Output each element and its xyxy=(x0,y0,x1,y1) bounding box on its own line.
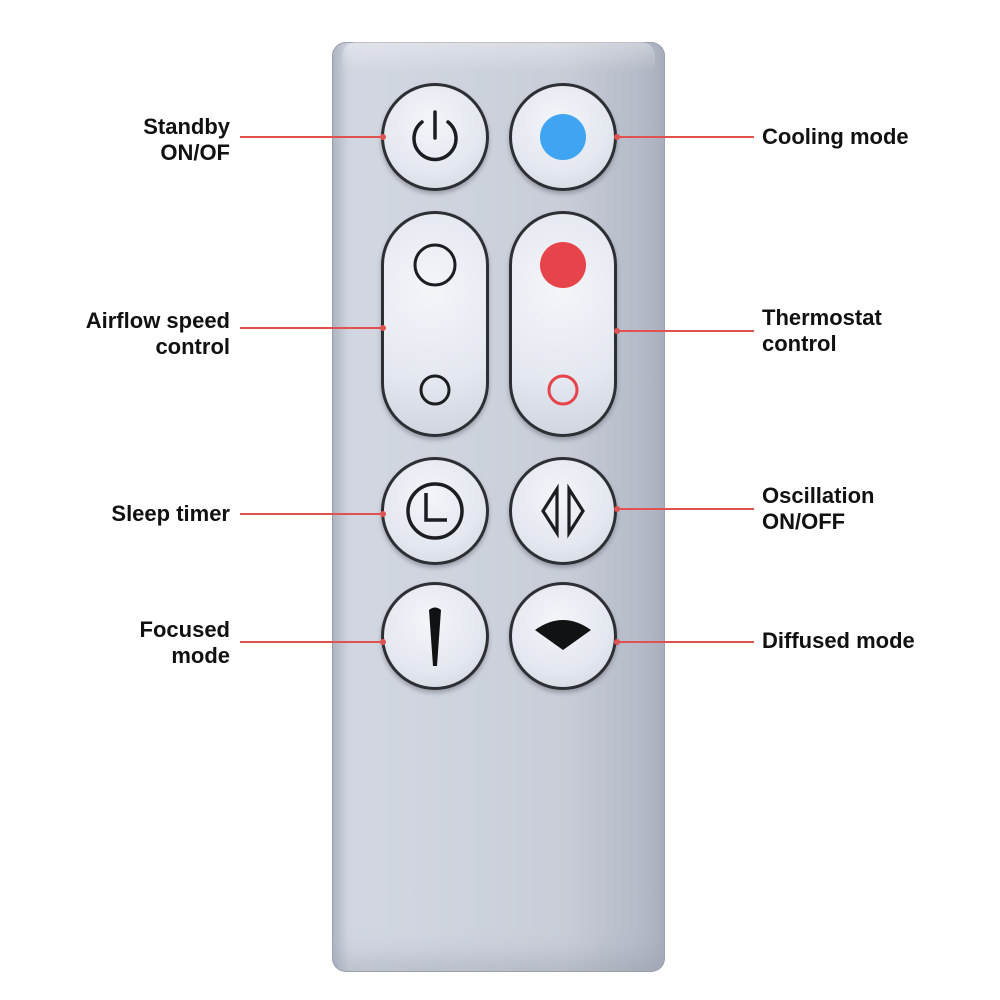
label-oscillation: Oscillation ON/OFF xyxy=(762,483,875,534)
leader-line-diffused xyxy=(617,641,754,643)
label-standby: Standby ON/OF xyxy=(143,114,230,165)
leader-dot-sleep xyxy=(380,511,386,517)
thermostat-icons xyxy=(540,242,586,406)
leader-dot-oscillation xyxy=(614,506,620,512)
oscillation-button[interactable] xyxy=(509,457,617,565)
thermostat-control[interactable] xyxy=(509,211,617,437)
label-diffused-mode: Diffused mode xyxy=(762,628,915,653)
label-airflow-speed: Airflow speed control xyxy=(85,308,230,359)
cooling-mode-button[interactable] xyxy=(509,83,617,191)
diffused-airflow-icon xyxy=(535,620,591,650)
leader-dot-diffused xyxy=(614,639,620,645)
label-thermostat: Thermostat control xyxy=(762,305,882,356)
leader-line-focused xyxy=(240,641,383,643)
leader-line-airflow xyxy=(240,327,383,329)
leader-line-standby xyxy=(240,136,383,138)
leader-line-thermostat xyxy=(617,330,754,332)
standby-button[interactable] xyxy=(381,83,489,191)
label-focused-mode: Focused mode xyxy=(139,617,230,668)
leader-line-cooling xyxy=(617,136,754,138)
red-small-circle-icon xyxy=(547,374,579,406)
sleep-timer-button[interactable] xyxy=(381,457,489,565)
clock-icon xyxy=(406,482,464,540)
leader-line-sleep xyxy=(240,513,383,515)
diffused-mode-button[interactable] xyxy=(509,582,617,690)
leader-dot-focused xyxy=(380,639,386,645)
focused-airflow-icon xyxy=(429,607,441,666)
leader-dot-airflow xyxy=(380,325,386,331)
leader-dot-standby xyxy=(380,134,386,140)
oscillation-arrows-icon xyxy=(541,483,585,539)
large-circle-icon xyxy=(413,243,457,287)
airflow-speed-control[interactable] xyxy=(381,211,489,437)
small-circle-icon xyxy=(419,374,451,406)
red-dot-icon xyxy=(540,242,586,288)
leader-line-oscillation xyxy=(617,508,754,510)
leader-dot-cooling xyxy=(614,134,620,140)
power-icon xyxy=(412,110,458,162)
label-sleep-timer: Sleep timer xyxy=(111,501,230,526)
leader-dot-thermostat xyxy=(614,328,620,334)
airflow-icons xyxy=(413,243,457,406)
focused-mode-button[interactable] xyxy=(381,582,489,690)
label-cooling-mode: Cooling mode xyxy=(762,124,909,149)
blue-dot-icon xyxy=(540,114,586,160)
